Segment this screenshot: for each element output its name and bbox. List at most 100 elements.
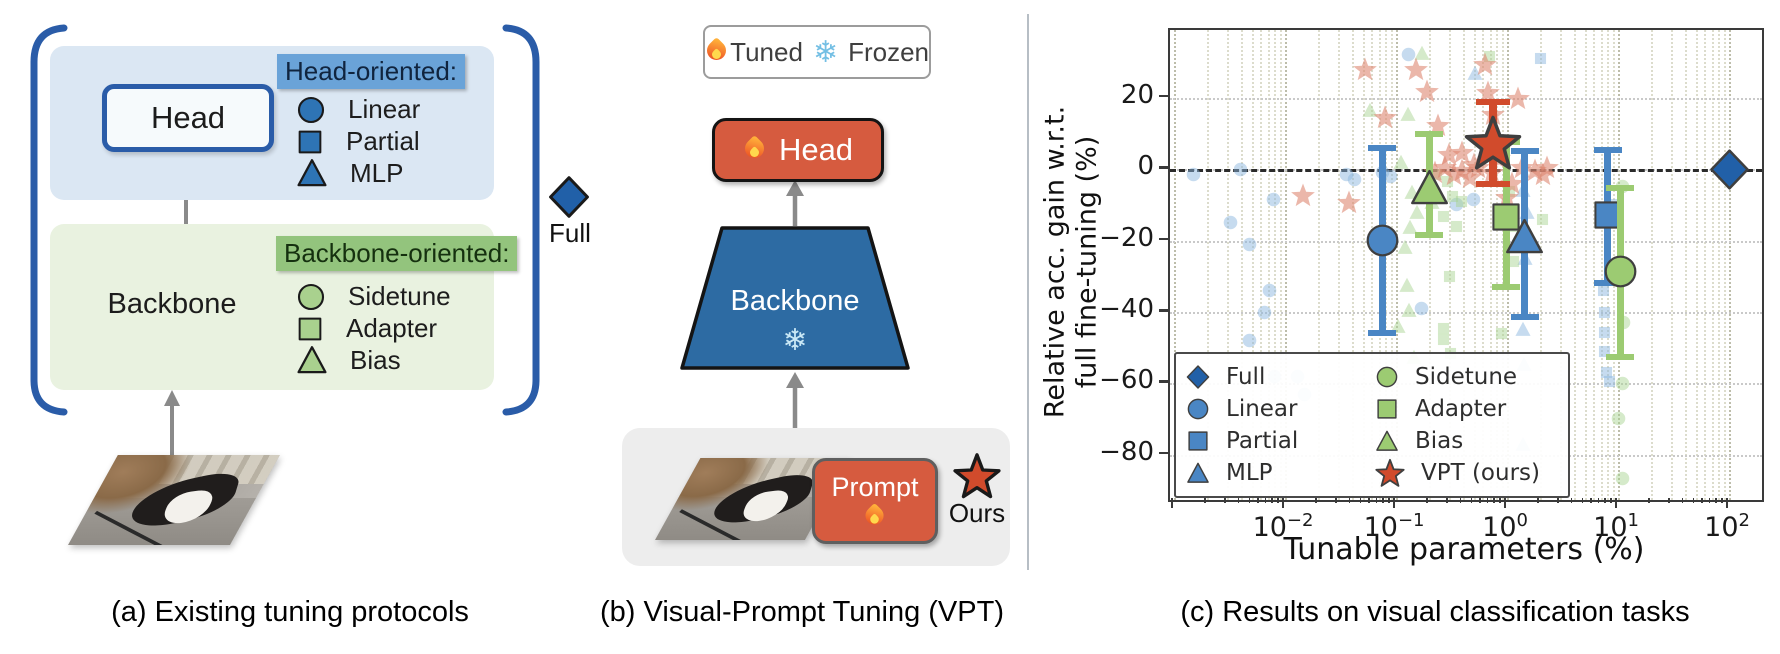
gridline-x [1279, 30, 1282, 500]
adapter-point [1436, 332, 1451, 347]
legend-item-sidetune: Sidetune [1375, 362, 1558, 392]
vpt-point [1522, 157, 1548, 183]
adapter-point [1436, 321, 1451, 336]
bias-point [1392, 153, 1410, 171]
gridline-x [1540, 30, 1543, 500]
linear-point [1261, 282, 1278, 299]
legend-label: Full [1226, 364, 1266, 390]
fire-icon [703, 37, 730, 66]
partial-point [1596, 283, 1611, 298]
linear-point [1222, 214, 1239, 231]
partial-point [1599, 365, 1614, 380]
sidetune-point [1614, 375, 1631, 392]
adapter-point [1442, 269, 1457, 284]
linear-point [1232, 161, 1249, 178]
partial-marker-icon [296, 128, 324, 156]
legend-label: Sidetune [1415, 364, 1518, 390]
linear-point [1241, 236, 1258, 253]
gridline-x [1729, 30, 1732, 500]
Bias-error-cap [1415, 131, 1444, 137]
gridline-x [1267, 30, 1270, 500]
gridline-x [1600, 30, 1603, 500]
caption-a: (a) Existing tuning protocols [111, 596, 469, 628]
Linear-error-cap [1368, 144, 1397, 151]
fire-icon [741, 135, 768, 164]
gridline-x [1318, 30, 1321, 500]
Sidetune-error-cap [1606, 184, 1635, 191]
linear-point [1413, 300, 1430, 317]
vpt-point [1441, 161, 1467, 187]
sidetune-marker-icon [296, 282, 326, 312]
vpt-point [1336, 189, 1362, 215]
gridline-x [1260, 30, 1263, 500]
prompt-box-label: Prompt [831, 471, 919, 502]
gridline-x [1449, 30, 1451, 500]
legend-row-mlp: MLP [296, 157, 403, 189]
vpt-point [1403, 56, 1429, 82]
legend-label: Sidetune [348, 281, 451, 311]
panel-divider [1027, 14, 1029, 570]
legend-label: VPT (ours) [1421, 460, 1540, 486]
partial-point [1533, 51, 1548, 66]
legend-row-sidetune: Sidetune [296, 281, 451, 312]
Sidetune-error-cap [1606, 354, 1635, 361]
gridline-x [1274, 30, 1277, 500]
head-box-b: Head [712, 118, 884, 182]
vpt-point [1372, 104, 1398, 130]
sidetune-point [1610, 410, 1627, 427]
head-box-a: Head [102, 84, 274, 152]
MLP-mean-marker [1504, 216, 1545, 257]
backbone-group-label: Backbone-oriented: [276, 236, 518, 271]
partial-point [1602, 374, 1617, 389]
vpt-point [1436, 141, 1462, 167]
bias-point [1408, 203, 1426, 221]
linear-point [1265, 191, 1282, 208]
Adapter-mean-marker [1489, 200, 1523, 234]
linear-point [1465, 191, 1482, 208]
gridline-x [1207, 30, 1210, 500]
linear-point [1400, 46, 1417, 63]
linear-point [1382, 168, 1399, 185]
legend-label: Adapter [1415, 396, 1507, 422]
gridline-x [1362, 30, 1365, 500]
gridline-x [1711, 30, 1714, 500]
Adapter-error-cap [1492, 283, 1521, 290]
gridline-x [1560, 30, 1562, 500]
legend-row-linear: Linear [296, 94, 420, 125]
bracket-outer-right [502, 24, 540, 416]
vpt-point [1499, 170, 1525, 196]
gridline-x [1390, 30, 1393, 500]
bias-point [1399, 105, 1417, 123]
y-axis-title: Relative acc. gain w.r.t. full fine-tuni… [1040, 106, 1105, 418]
head-group-label: Head-oriented: [277, 54, 465, 89]
vpt-point [1449, 157, 1475, 183]
tuned-frozen-legend: Tuned ❄ Frozen [703, 25, 931, 79]
frozen-label: Frozen [848, 36, 929, 67]
legend-label: Partial [346, 126, 420, 156]
gridline-x [1489, 30, 1492, 500]
prompt-box: Prompt [812, 458, 938, 544]
gridline-x [1684, 30, 1687, 500]
linear-point [1256, 304, 1273, 321]
arrow-head-a2 [164, 390, 180, 406]
gridline-x [1718, 30, 1721, 500]
adapter-point [1494, 326, 1509, 341]
legend-item-adapter: Adapter [1375, 394, 1558, 424]
backbone-box-b-label: Backbone [730, 285, 860, 317]
legend-label: Bias [1415, 428, 1464, 454]
head-box-a-label: Head [150, 100, 226, 135]
linear-point [1338, 166, 1355, 183]
gridline-x [1371, 30, 1374, 500]
Bias-mean-marker [1409, 167, 1450, 208]
mlp-point [1514, 320, 1532, 338]
gridline-x [1482, 30, 1485, 500]
legend-row-bias: Bias [296, 344, 401, 376]
adapter-point [1535, 212, 1550, 227]
VPT (ours)-error-cap [1476, 99, 1511, 106]
VPT (ours)-mean-marker [1464, 114, 1522, 172]
tuned-label: Tuned [730, 36, 803, 67]
head-box-b-label: Head [778, 132, 854, 167]
